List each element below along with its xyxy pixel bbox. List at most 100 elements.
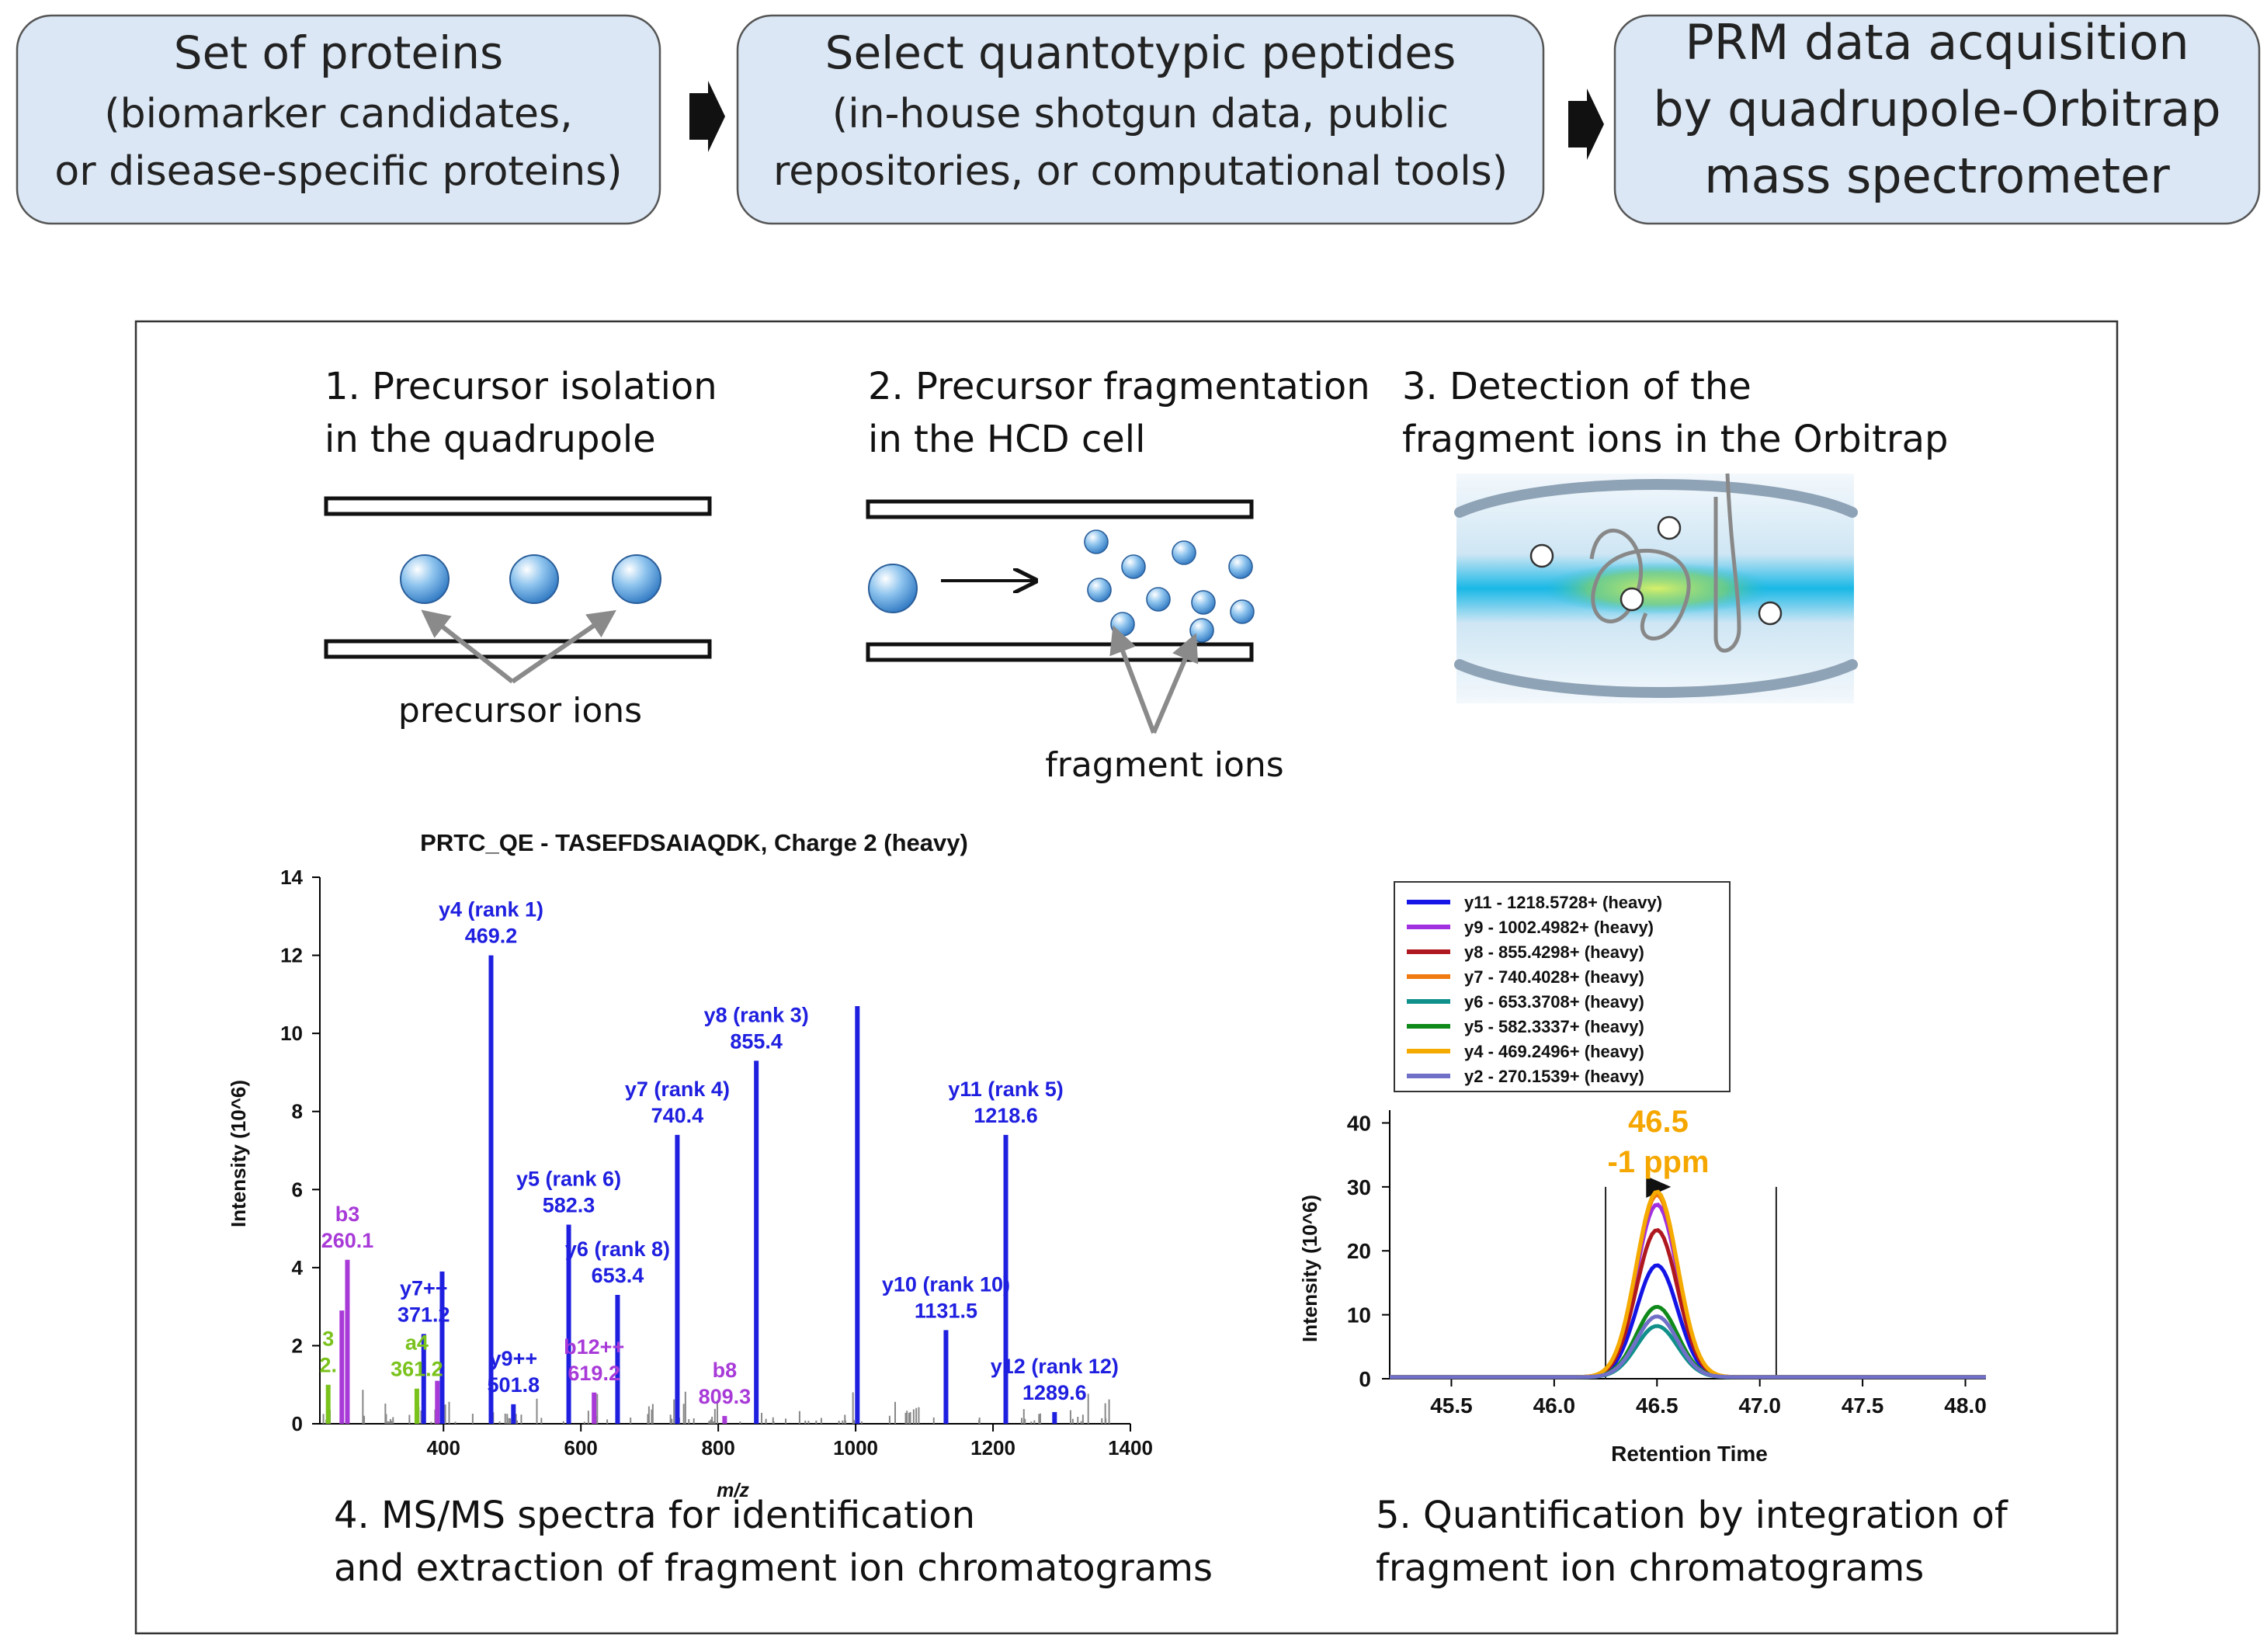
pointer-arrow: [1151, 633, 1199, 734]
spectrum-x-tick-label: 1200: [970, 1436, 1015, 1459]
apex-marker: [1646, 1175, 1672, 1198]
precursor-ion: [612, 554, 661, 604]
chromatogram-y-tick-label: 40: [1347, 1111, 1371, 1135]
legend-label: y5 - 582.3337+ (heavy): [1464, 1017, 1644, 1036]
panel5-caption-line-2: fragment ion chromatograms: [1376, 1546, 1924, 1590]
spectrum-y-tick-label: 2: [292, 1334, 303, 1357]
chromatogram-y-tick-label: 30: [1347, 1175, 1371, 1199]
spectrum-peak-label-mz: 582.3: [543, 1194, 595, 1217]
spectrum-title: PRTC_QE - TASEFDSAIAQDK, Charge 2 (heavy…: [420, 829, 968, 856]
spectrum-peak-label: y12 (rank 12): [991, 1355, 1119, 1378]
panel4-caption-line-2: and extraction of fragment ion chromatog…: [334, 1546, 1213, 1590]
spectrum-x-tick-label: 1400: [1108, 1436, 1153, 1459]
quadrupole-rod-top: [324, 496, 712, 516]
flow-step-1-line-2: (biomarker candidates,: [104, 91, 572, 137]
spectrum-peak-label: 3: [322, 1328, 334, 1351]
spectrum-y-tick-label: 12: [280, 944, 303, 967]
panel2-title-line-1: 2. Precursor fragmentation: [868, 365, 1370, 408]
spectrum-peak-label-mz: 653.4: [592, 1264, 644, 1287]
chromatogram-y-tick-label: 0: [1359, 1367, 1371, 1391]
spectrum-peak-label: y7++: [400, 1276, 448, 1300]
legend-label: y8 - 855.4298+ (heavy): [1464, 942, 1644, 962]
spectrum-x-tick-label: 600: [564, 1436, 598, 1459]
spectrum-peak-label: b3: [335, 1203, 360, 1226]
chromatogram-legend: [1394, 881, 1731, 1092]
flow-step-1-line-1: Set of proteins: [174, 26, 503, 79]
chromatogram-x-tick-label: 47.5: [1842, 1393, 1884, 1418]
quadrupole-rod-bottom: [324, 639, 712, 659]
fragment-ion: [1657, 515, 1682, 540]
orbitrap-outer-electrode-top: [1454, 479, 1858, 518]
spectrum-x-tick-label: 1000: [833, 1436, 878, 1459]
legend-label: y7 - 740.4028+ (heavy): [1464, 967, 1644, 987]
spectrum-y-tick-label: 4: [292, 1256, 304, 1279]
spectrum-peak-label-mz: 501.8: [488, 1373, 540, 1397]
flow-step-2-line-2: (in-house shotgun data, public: [832, 91, 1449, 137]
flow-step-3: PRM data acquisition by quadrupole-Orbit…: [1613, 14, 2261, 225]
flow-arrow-2: [1568, 88, 1604, 160]
spectrum-y-tick-label: 10: [280, 1022, 303, 1045]
ion-trajectory: [1589, 473, 1741, 653]
spectrum-peak-label: y4 (rank 1): [439, 898, 543, 921]
spectrum-peak-label: y8 (rank 3): [704, 1003, 809, 1026]
flow-step-1-line-3: or disease-specific proteins): [54, 148, 622, 195]
spectrum-x-axis-label: m/z: [717, 1480, 749, 1501]
msms-spectrum-chart: PRTC_QE - TASEFDSAIAQDK, Charge 2 (heavy…: [227, 829, 1153, 1501]
spectrum-peak-label: b12++: [564, 1335, 624, 1359]
precursor-ion: [509, 554, 559, 604]
panel-quadrupole: 1. Precursor isolation in the quadrupole…: [324, 365, 717, 731]
hcd-rod-top: [866, 499, 1254, 519]
spectrum-y-tick-label: 14: [280, 866, 303, 889]
spectrum-peak-label: y7 (rank 4): [625, 1078, 730, 1101]
pointer-arrow: [511, 609, 616, 684]
chromatogram-x-tick-label: 46.0: [1533, 1393, 1576, 1418]
spectrum-peak-labels: y4 (rank 1)469.2y8 (rank 3)855.4y7 (rank…: [319, 898, 1118, 1408]
spectrum-peak-label-mz: 361.2: [391, 1358, 443, 1381]
spectrum-y-tick-label: 8: [292, 1100, 303, 1123]
chromatogram-x-tick-label: 46.5: [1636, 1393, 1679, 1418]
chromatogram-x-axis-label: Retention Time: [1611, 1442, 1768, 1466]
panel5-caption-line-1: 5. Quantification by integration of: [1376, 1494, 2008, 1537]
fragment-ions-caption: fragment ions: [1045, 745, 1283, 785]
spectrum-peak-label-mz: 740.4: [651, 1104, 704, 1127]
spectrum-peak-label-mz: 260.1: [321, 1229, 374, 1252]
flow-arrow-1: [689, 81, 725, 152]
panel2-title-line-2: in the HCD cell: [868, 418, 1145, 461]
spectrum-y-tick-label: 6: [292, 1178, 303, 1201]
spectrum-peak-label-mz: 1218.6: [974, 1104, 1038, 1127]
spectrum-peak-label-mz: 371.2: [398, 1303, 450, 1326]
legend-label: y6 - 653.3708+ (heavy): [1464, 992, 1644, 1012]
spectrum-peak-label-mz: 1131.5: [915, 1299, 977, 1322]
flow-step-3-line-3: mass spectrometer: [1704, 148, 2170, 204]
precursor-ion: [400, 554, 450, 604]
chromatogram-x-tick-label: 47.0: [1738, 1393, 1781, 1418]
spectrum-y-tick-label: 0: [292, 1412, 303, 1435]
apex-rt-label: 46.5: [1628, 1105, 1689, 1139]
chromatogram-y-axis-label: Intensity (10^6): [1298, 1195, 1321, 1342]
flow-step-2: Select quantotypic peptides (in-house sh…: [736, 14, 1545, 225]
spectrum-x-tick-label: 400: [427, 1436, 460, 1459]
chromatogram-x-tick-label: 45.5: [1430, 1393, 1473, 1418]
hcd-rod-bottom: [866, 642, 1254, 662]
legend-label: y9 - 1002.4982+ (heavy): [1464, 918, 1654, 937]
pointer-arrow: [1109, 625, 1156, 734]
fragment-ion: [1529, 543, 1554, 568]
spectrum-y-axis-label: Intensity (10^6): [227, 1080, 250, 1227]
spectrum-peak-label-mz: 855.4: [730, 1029, 783, 1053]
chromatogram-chart: y11 - 1218.5728+ (heavy) y9 - 1002.4982+ …: [1298, 881, 1987, 1466]
flow-step-2-line-3: repositories, or computational tools): [773, 148, 1508, 195]
panel1-title-line-1: 1. Precursor isolation: [325, 365, 717, 408]
spectrum-peak-label: y11 (rank 5): [948, 1078, 1064, 1101]
legend-label: y11 - 1218.5728+ (heavy): [1464, 893, 1662, 912]
precursor-ion: [868, 564, 918, 613]
panel3-title-line-2: fragment ions in the Orbitrap: [1402, 418, 1949, 461]
panel-orbitrap: 3. Detection of the fragment ions in the…: [1402, 365, 1949, 703]
fragment-ion: [1620, 587, 1644, 612]
panel3-title-line-1: 3. Detection of the: [1402, 365, 1751, 408]
legend-label: y2 - 270.1539+ (heavy): [1464, 1067, 1644, 1086]
spectrum-peak-label-mz: 1289.6: [1022, 1381, 1087, 1404]
